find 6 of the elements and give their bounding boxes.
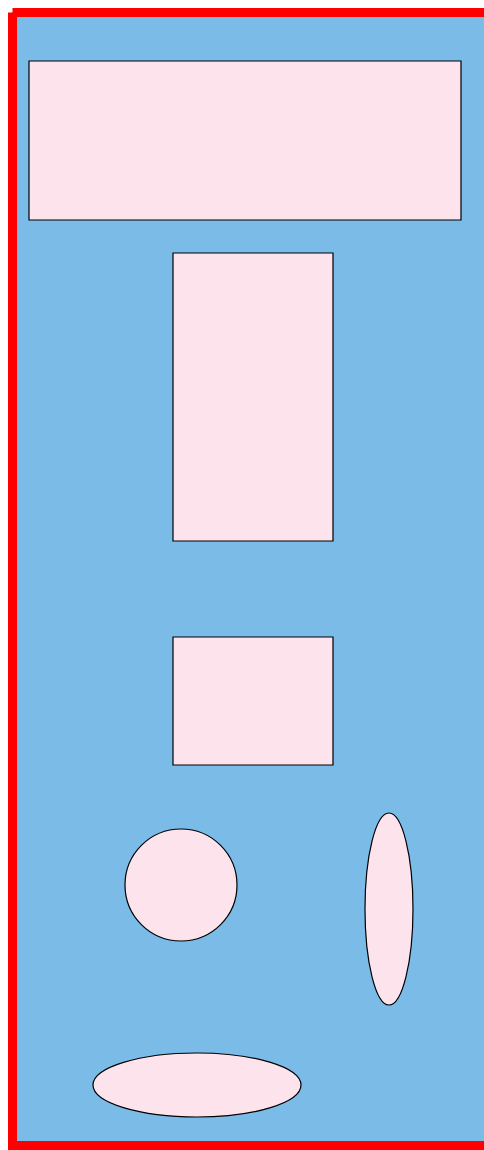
empty-box bbox=[172, 252, 334, 542]
empty-ellipse bbox=[92, 1052, 302, 1118]
empty-circle bbox=[124, 828, 238, 942]
empty-box bbox=[172, 636, 334, 766]
empty-box bbox=[28, 60, 462, 221]
empty-ellipse bbox=[364, 812, 414, 1006]
